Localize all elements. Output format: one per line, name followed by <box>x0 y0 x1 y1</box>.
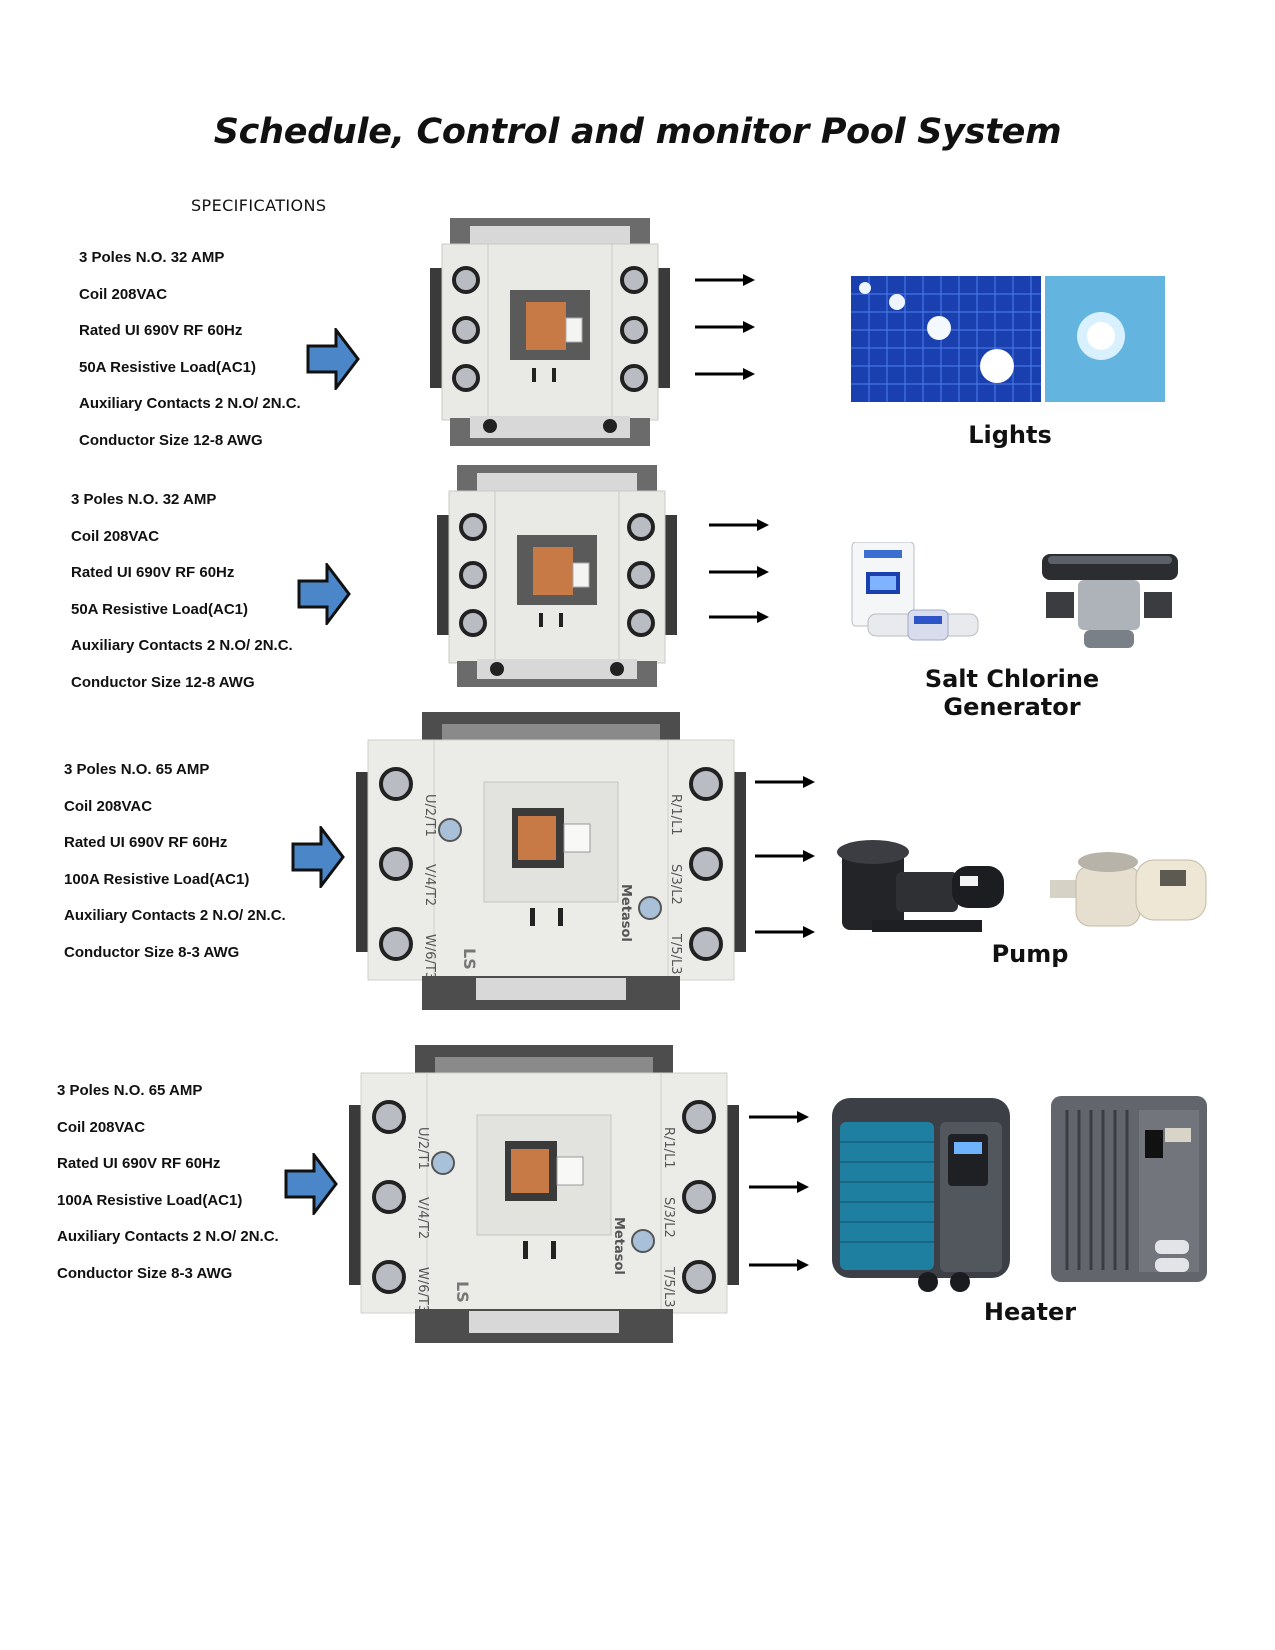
device-label-salt-chlorine-generator: Salt Chlorine Generator <box>924 665 1100 721</box>
brand-label: Metasol <box>611 1217 626 1275</box>
spec-item: Conductor Size 8-3 AWG <box>57 1264 233 1282</box>
contactor-65a-icon: U/2/T1 V/4/T2 W/6/T3 R/1/L1 S/3/L2 T/5/L… <box>356 712 746 1010</box>
spec-item: 50A Resistive Load(AC1) <box>79 358 256 376</box>
device-label-lights: Lights <box>968 421 1052 449</box>
brand-label: Metasol <box>618 884 633 942</box>
spec-list-salt-chlorine-generator: 3 Poles N.O. 32 AMP Coil 208VAC Rated UI… <box>71 490 293 709</box>
output-arrows-icon <box>749 1111 809 1271</box>
spec-item: Auxiliary Contacts 2 N.O/ 2N.C. <box>79 395 301 412</box>
terminal-label: R/1/L1 <box>661 1127 676 1169</box>
gas-heater-icon <box>1051 1096 1207 1282</box>
pool-lights-tile-icon <box>851 276 1041 402</box>
contactor-65a-icon: U/2/T1 V/4/T2 W/6/T3 R/1/L1 S/3/L2 T/5/L… <box>349 1045 739 1343</box>
pool-light-fixture-icon <box>1045 276 1165 402</box>
output-arrows-icon <box>695 274 755 380</box>
terminal-label: S/3/L2 <box>661 1197 676 1238</box>
terminal-label: U/2/T1 <box>422 794 437 837</box>
device-label-pump: Pump <box>991 940 1069 968</box>
output-arrows-icon <box>755 776 815 938</box>
specifications-heading: SPECIFICATIONS <box>191 196 327 215</box>
spec-list-heater: 3 Poles N.O. 65 AMP Coil 208VAC Rated UI… <box>57 1081 279 1300</box>
input-arrow-icon <box>297 563 351 625</box>
output-arrows-icon <box>709 519 769 623</box>
spec-item: Rated UI 690V RF 60Hz <box>71 564 235 581</box>
chlorinator-control-panel-icon <box>851 542 979 641</box>
terminal-label: S/3/L2 <box>668 864 683 905</box>
spec-list-pump: 3 Poles N.O. 65 AMP Coil 208VAC Rated UI… <box>64 760 286 979</box>
spec-item: Conductor Size 12-8 AWG <box>71 673 255 691</box>
spec-item: 3 Poles N.O. 32 AMP <box>71 491 217 508</box>
spec-item: Auxiliary Contacts 2 N.O/ 2N.C. <box>71 637 293 654</box>
terminal-label: T/5/L3 <box>661 1266 676 1308</box>
spec-item: Rated UI 690V RF 60Hz <box>57 1155 221 1172</box>
spec-item: 3 Poles N.O. 32 AMP <box>79 249 225 266</box>
spec-item: 50A Resistive Load(AC1) <box>71 600 248 618</box>
pool-pump-black-icon <box>837 840 1004 932</box>
spec-list-lights: 3 Poles N.O. 32 AMP Coil 208VAC Rated UI… <box>79 248 301 467</box>
spec-item: Auxiliary Contacts 2 N.O/ 2N.C. <box>57 1228 279 1245</box>
device-label-heater: Heater <box>983 1298 1077 1326</box>
spec-item: Conductor Size 8-3 AWG <box>64 943 240 961</box>
spec-item: Rated UI 690V RF 60Hz <box>64 834 228 851</box>
pool-pump-beige-icon <box>1050 852 1207 927</box>
spec-item: Coil 208VAC <box>57 1118 146 1136</box>
spec-item: Auxiliary Contacts 2 N.O/ 2N.C. <box>64 907 286 924</box>
spec-item: Rated UI 690V RF 60Hz <box>79 322 243 339</box>
page-title: Schedule, Control and monitor Pool Syste… <box>213 112 1062 152</box>
input-arrow-icon <box>291 826 345 888</box>
heat-pump-icon <box>832 1098 1010 1292</box>
spec-item: 3 Poles N.O. 65 AMP <box>57 1082 203 1099</box>
input-arrow-icon <box>306 328 360 390</box>
spec-item: 3 Poles N.O. 65 AMP <box>64 761 210 778</box>
terminal-label: T/5/L3 <box>668 933 683 975</box>
spec-item: Coil 208VAC <box>71 527 160 545</box>
brand-logo: LS <box>460 948 479 970</box>
terminal-label: V/4/T2 <box>422 864 437 906</box>
spec-item: 100A Resistive Load(AC1) <box>64 870 250 888</box>
spec-item: Coil 208VAC <box>64 797 153 815</box>
spec-item: Coil 208VAC <box>79 285 168 303</box>
brand-logo: LS <box>453 1281 472 1303</box>
terminal-label: U/2/T1 <box>415 1127 430 1170</box>
contactor-32a-icon <box>437 465 677 687</box>
terminal-label: W/6/T3 <box>422 934 437 980</box>
terminal-label: V/4/T2 <box>415 1197 430 1239</box>
terminal-label: R/1/L1 <box>668 794 683 836</box>
salt-cell-icon <box>1042 554 1178 648</box>
terminal-label: W/6/T3 <box>415 1267 430 1313</box>
spec-item: 100A Resistive Load(AC1) <box>57 1191 243 1209</box>
spec-item: Conductor Size 12-8 AWG <box>79 431 263 449</box>
input-arrow-icon <box>284 1153 338 1215</box>
contactor-32a-icon <box>430 218 670 446</box>
